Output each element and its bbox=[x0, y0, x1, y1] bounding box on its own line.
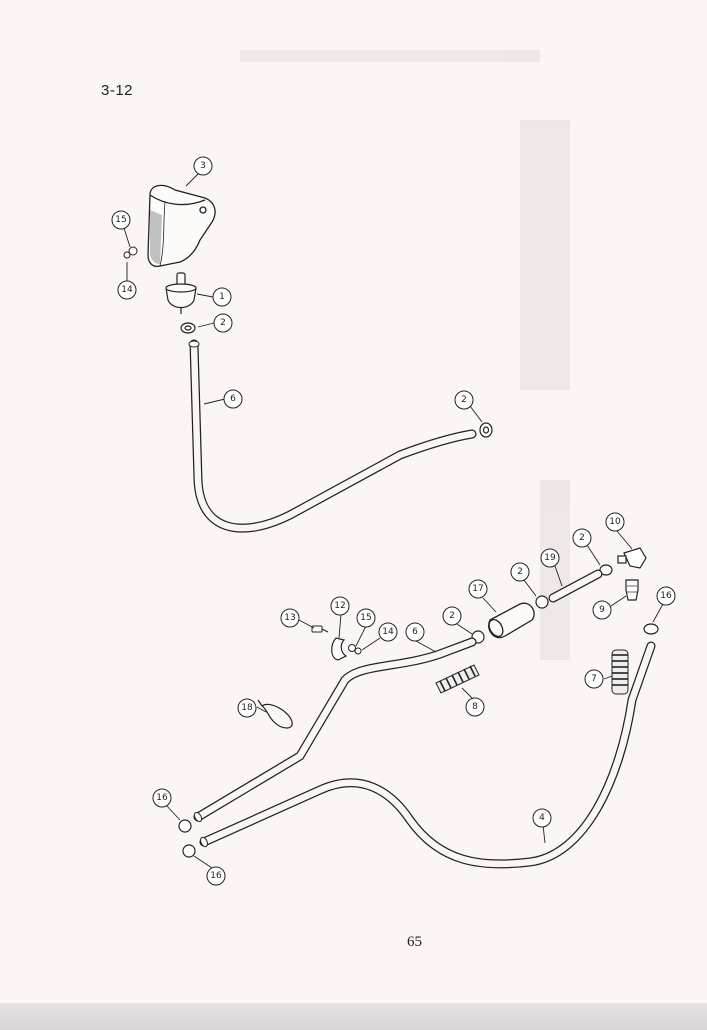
callout-2-near-19: 2 bbox=[510, 562, 530, 582]
callout-2-near-10: 2 bbox=[572, 528, 592, 548]
callout-17: 17 bbox=[468, 579, 488, 599]
page-number: 65 bbox=[407, 934, 422, 950]
part-12-bracket bbox=[331, 637, 348, 661]
callout-16-left-upper: 16 bbox=[152, 788, 172, 808]
callout-19: 19 bbox=[540, 548, 560, 568]
part-7-sleeve bbox=[611, 649, 629, 695]
callout-2-hose-end: 2 bbox=[454, 390, 474, 410]
section-label: 3-12 bbox=[101, 82, 134, 99]
svg-text:16: 16 bbox=[660, 591, 672, 601]
show-through-marks bbox=[240, 50, 570, 660]
part-16-clamp-left-upper bbox=[178, 819, 192, 833]
svg-text:12: 12 bbox=[334, 601, 345, 611]
part-1-valve bbox=[165, 272, 197, 314]
part-8-spring bbox=[435, 664, 480, 694]
scan-bottom-band bbox=[0, 1003, 707, 1030]
callout-16-left-lower: 16 bbox=[206, 866, 226, 886]
part-3-elbow-cover bbox=[147, 184, 216, 268]
callout-15-upper: 15 bbox=[111, 210, 131, 230]
part-10-elbow-fitting bbox=[617, 547, 647, 569]
leader-lines bbox=[123, 171, 664, 869]
callout-6-lower: 6 bbox=[405, 622, 425, 642]
part-6-hose-upper bbox=[189, 339, 477, 533]
svg-text:19: 19 bbox=[544, 553, 556, 563]
svg-text:13: 13 bbox=[284, 613, 295, 623]
svg-text:6: 6 bbox=[230, 394, 236, 404]
svg-text:10: 10 bbox=[609, 517, 621, 527]
part-17-filter bbox=[488, 602, 535, 639]
callout-18: 18 bbox=[237, 698, 257, 718]
svg-text:1: 1 bbox=[219, 292, 225, 302]
callout-2-near-17: 2 bbox=[442, 606, 462, 626]
callout-7: 7 bbox=[584, 669, 604, 689]
callout-4: 4 bbox=[532, 808, 552, 828]
svg-text:17: 17 bbox=[472, 584, 483, 594]
callout-15-lower: 15 bbox=[356, 608, 376, 628]
part-2-clamp-near-19 bbox=[535, 595, 549, 609]
svg-text:15: 15 bbox=[360, 613, 371, 623]
callout-6-upper: 6 bbox=[223, 389, 243, 409]
svg-text:14: 14 bbox=[382, 627, 394, 637]
part-3-shading bbox=[150, 210, 162, 264]
callout-9: 9 bbox=[592, 600, 612, 620]
svg-text:9: 9 bbox=[599, 605, 605, 615]
svg-text:15: 15 bbox=[115, 215, 126, 225]
part-15-nut-lower bbox=[348, 644, 362, 655]
part-16-clamp-left-lower bbox=[182, 844, 196, 858]
callout-8: 8 bbox=[465, 697, 485, 717]
callout-2-upper: 2 bbox=[213, 313, 233, 333]
svg-text:8: 8 bbox=[472, 702, 478, 712]
callout-1: 1 bbox=[212, 287, 232, 307]
svg-text:16: 16 bbox=[156, 793, 168, 803]
svg-text:2: 2 bbox=[461, 395, 467, 405]
svg-text:7: 7 bbox=[591, 674, 597, 684]
svg-text:2: 2 bbox=[220, 318, 226, 328]
svg-text:16: 16 bbox=[210, 871, 222, 881]
callout-3: 3 bbox=[193, 156, 213, 176]
svg-text:3: 3 bbox=[200, 161, 206, 171]
part-2-clamp-hose-end bbox=[479, 422, 493, 438]
part-9-plug bbox=[625, 579, 639, 601]
svg-text:6: 6 bbox=[412, 627, 418, 637]
svg-text:14: 14 bbox=[121, 285, 133, 295]
part-15-nut-upper bbox=[123, 246, 138, 259]
svg-text:2: 2 bbox=[579, 533, 585, 543]
part-13-screw bbox=[311, 625, 329, 633]
svg-text:2: 2 bbox=[517, 567, 523, 577]
callout-14-upper: 14 bbox=[117, 280, 137, 300]
callout-14-lower: 14 bbox=[378, 622, 398, 642]
callout-10: 10 bbox=[605, 512, 625, 532]
svg-text:18: 18 bbox=[241, 703, 253, 713]
callout-16-right: 16 bbox=[656, 586, 676, 606]
callout-13: 13 bbox=[280, 608, 300, 628]
part-16-clamp-right bbox=[643, 623, 659, 635]
part-2-clamp-upper bbox=[180, 322, 196, 334]
part-18-cable-tie bbox=[257, 699, 293, 729]
svg-text:2: 2 bbox=[449, 611, 455, 621]
callout-12: 12 bbox=[330, 596, 350, 616]
svg-text:4: 4 bbox=[539, 813, 545, 823]
